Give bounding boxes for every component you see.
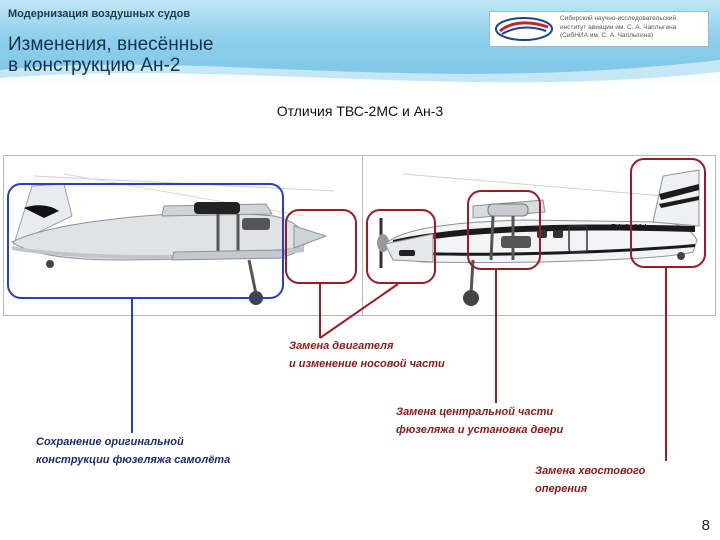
engine-caption-line-1: Замена двигателя — [289, 340, 394, 352]
aircraft-registration: RA-01004 — [611, 223, 648, 232]
title-line-1: Изменения, внесённые — [8, 34, 214, 55]
engine-highlight-right-box — [366, 209, 436, 284]
center-caption-line-2: фюзеляжа и установка двери — [396, 424, 564, 436]
fuselage-highlight-box — [7, 183, 284, 299]
institute-name: Сибирский научно-исследовательский инсти… — [560, 15, 704, 41]
an2-image-panel — [3, 155, 365, 316]
fuselage-caption-line-2: конструкции фюзеляжа самолёта — [36, 454, 231, 466]
an2-aircraft-illustration — [11, 173, 335, 305]
title-line-2: в конструкцию Ан-2 — [8, 55, 181, 76]
page-number: 8 — [701, 517, 710, 534]
slide-subtitle: Отличия ТВС-2МС и Ан-3 — [276, 103, 444, 119]
engine-highlight-left-box — [285, 209, 357, 284]
tail-highlight-box — [630, 158, 706, 268]
center-caption-line-1: Замена центральной части — [396, 406, 554, 418]
tail-caption: Замена хвостового оперения — [535, 462, 645, 498]
fuselage-caption-line-1: Сохранение оригинальной — [36, 436, 184, 448]
engine-caption: Замена двигателя и изменение носовой час… — [289, 337, 445, 373]
center-section-caption: Замена центральной части фюзеляжа и уста… — [396, 403, 563, 439]
tail-caption-line-2: оперения — [535, 483, 588, 495]
institute-name-line-2: институт авиации им. С. А. Чаплыгина — [560, 23, 677, 31]
tail-caption-line-1: Замена хвостового — [535, 465, 646, 477]
institute-name-line-3: (СибНИА им. С. А. Чаплыгина) — [560, 32, 653, 39]
header-wave-decoration — [0, 60, 720, 84]
fuselage-caption: Сохранение оригинальной конструкции фюзе… — [36, 433, 230, 469]
engine-caption-line-2: и изменение носовой части — [289, 358, 445, 370]
slide-title: Изменения, внесённые в конструкцию Ан-2 — [8, 34, 213, 76]
center-section-highlight-box — [467, 190, 541, 270]
tvs2ms-image-panel: RA-01004 — [362, 155, 716, 316]
sibnia-logo-icon — [495, 17, 553, 41]
institute-logo: Сибирский научно-исследовательский инсти… — [489, 11, 709, 47]
institute-name-line-1: Сибирский научно-исследовательский — [560, 15, 677, 22]
section-label: Модернизация воздушных судов — [8, 8, 191, 20]
slide-header: Модернизация воздушных судов Изменения, … — [0, 0, 720, 84]
